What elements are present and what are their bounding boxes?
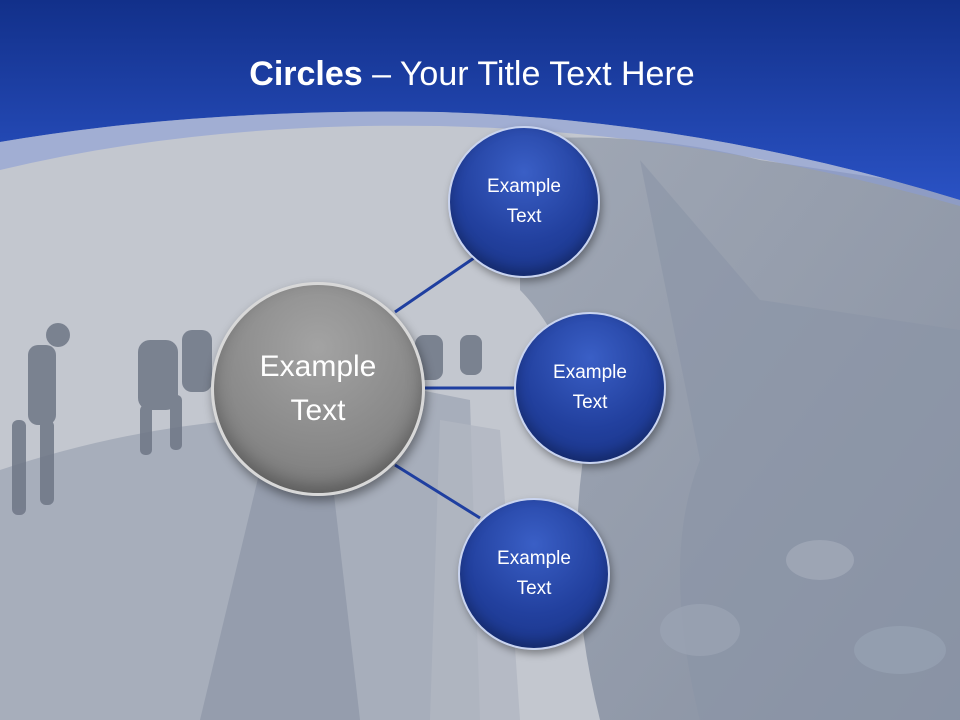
- center-circle[interactable]: Example Text: [211, 282, 425, 496]
- title-rest: – Your Title Text Here: [362, 55, 695, 93]
- slide-title: Circles – Your Title Text Here: [0, 52, 944, 96]
- node-circle-bottom-label: Example Text: [497, 548, 571, 599]
- title-bold: Circles: [249, 55, 363, 93]
- center-circle-label: Example Text: [259, 350, 377, 427]
- node-circle-bottom[interactable]: Example Text: [458, 498, 610, 650]
- node-circle-top-label: Example Text: [487, 176, 561, 227]
- node-circle-middle-label: Example Text: [553, 362, 627, 413]
- node-circle-top[interactable]: Example Text: [448, 126, 600, 278]
- node-circle-middle[interactable]: Example Text: [514, 312, 666, 464]
- connector-lines: [394, 256, 516, 520]
